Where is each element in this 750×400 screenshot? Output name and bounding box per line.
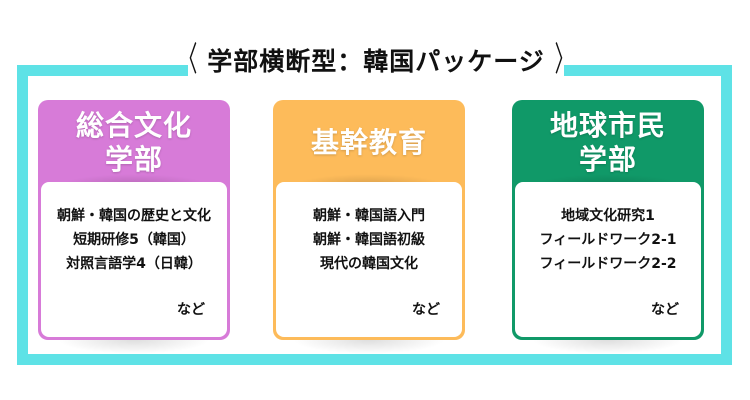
course-item: 朝鮮・韓国語入門 [313, 208, 425, 224]
open-bracket: 〈 [178, 40, 198, 80]
course-item: 朝鮮・韓国語初級 [313, 232, 425, 248]
title-text: 学部横断型：韓国パッケージ [207, 47, 545, 76]
card-body: 地域文化研究1 フィールドワーク2-1 フィールドワーク2-2 など [515, 182, 701, 337]
page-title: 〈 学部横断型：韓国パッケージ 〉 [179, 36, 573, 84]
course-item: 地域文化研究1 [561, 208, 655, 224]
close-bracket: 〉 [554, 40, 574, 80]
header-line-1: 地球市民 [549, 109, 666, 142]
header-line-2: 学部 [104, 143, 163, 176]
card-chikyu-shimin: 地球市民 学部 地域文化研究1 フィールドワーク2-1 フィールドワーク2-2 … [512, 100, 704, 354]
course-item: 現代の韓国文化 [320, 256, 418, 272]
course-item: 短期研修5（韓国） [73, 232, 195, 248]
card-body: 朝鮮・韓国の歴史と文化 短期研修5（韓国） 対照言語学4（日韓） など [41, 182, 227, 337]
card-body: 朝鮮・韓国語入門 朝鮮・韓国語初級 現代の韓国文化 など [276, 182, 462, 337]
card-sogo-bunka: 総合文化 学部 朝鮮・韓国の歴史と文化 短期研修5（韓国） 対照言語学4（日韓）… [38, 100, 230, 354]
card-header: 基幹教育 [273, 100, 465, 186]
card-shadow [58, 340, 210, 354]
course-item: 朝鮮・韓国の歴史と文化 [57, 208, 211, 224]
etc-label: など [651, 302, 679, 318]
course-item: 対照言語学4（日韓） [66, 256, 202, 272]
course-list: 地域文化研究1 フィールドワーク2-1 フィールドワーク2-2 [515, 204, 701, 276]
card-header: 総合文化 学部 [38, 100, 230, 186]
card-kikan-kyoiku: 基幹教育 朝鮮・韓国語入門 朝鮮・韓国語初級 現代の韓国文化 など [273, 100, 465, 354]
card-shadow [293, 340, 445, 354]
course-list: 朝鮮・韓国の歴史と文化 短期研修5（韓国） 対照言語学4（日韓） [41, 204, 227, 276]
card-shadow [532, 340, 684, 354]
etc-label: など [412, 302, 440, 318]
header-line-2: 学部 [578, 143, 637, 176]
header-line-1: 基幹教育 [310, 126, 427, 159]
etc-label: など [177, 302, 205, 318]
card-header: 地球市民 学部 [512, 100, 704, 186]
course-item: フィールドワーク2-2 [539, 256, 677, 272]
course-item: フィールドワーク2-1 [539, 232, 677, 248]
header-line-1: 総合文化 [75, 109, 192, 142]
course-list: 朝鮮・韓国語入門 朝鮮・韓国語初級 現代の韓国文化 [276, 204, 462, 276]
